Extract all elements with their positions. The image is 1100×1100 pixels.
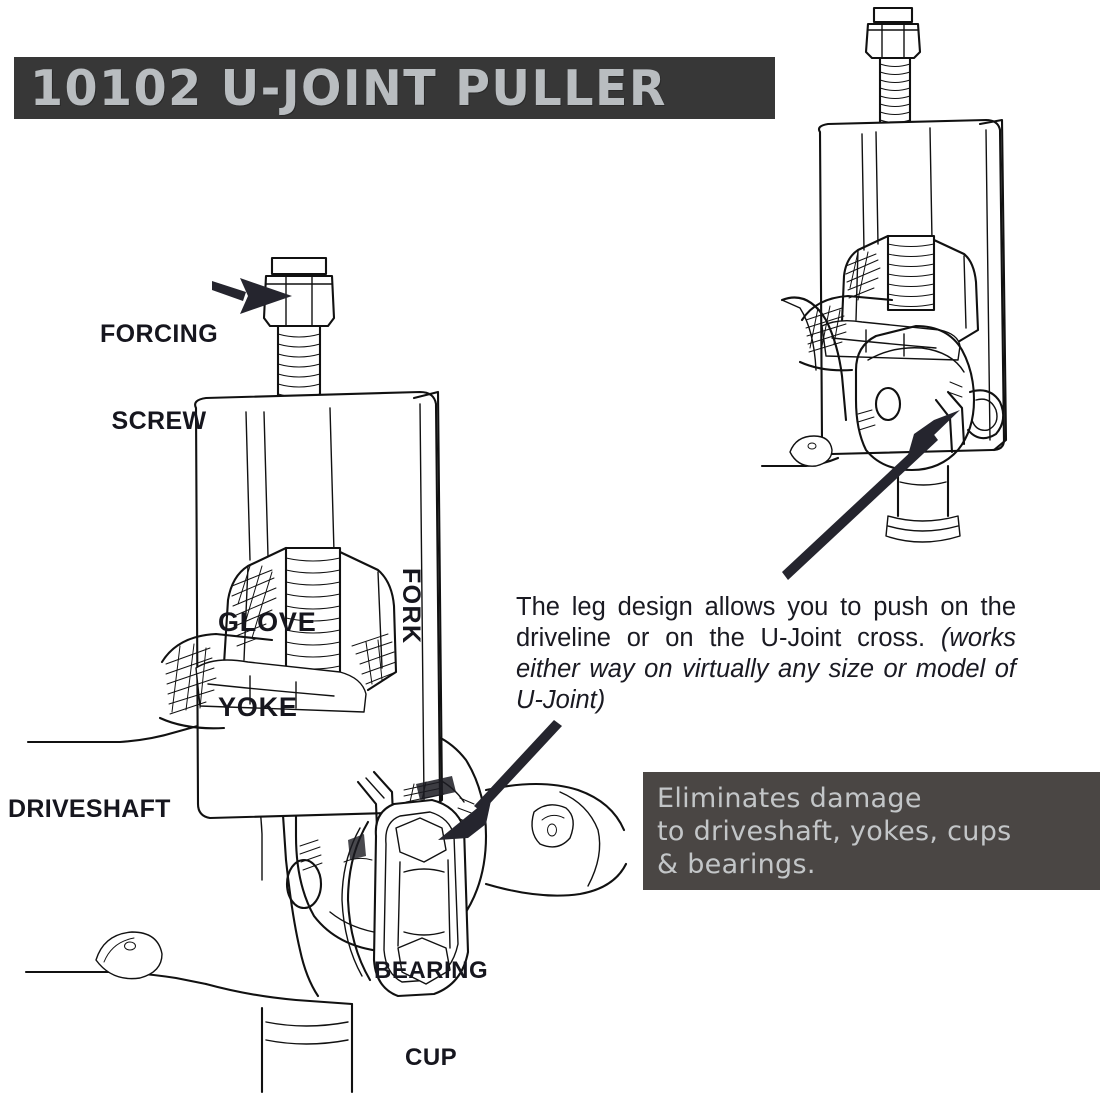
label-bearing-cup-line1: BEARING <box>374 957 489 984</box>
title-banner: 10102 U-JOINT PULLER <box>14 57 775 119</box>
callout-line-2: to driveshaft, yokes, cups <box>657 816 1012 847</box>
callout-line-1: Eliminates damage <box>657 783 922 814</box>
eliminates-damage-callout: Eliminates damage to driveshaft, yokes, … <box>643 772 1100 890</box>
label-bearing-cup-line2: CUP <box>405 1044 458 1071</box>
arrow-pointing-up-right <box>782 410 960 580</box>
label-forcing-screw: FORCING SCREW <box>100 262 218 494</box>
label-yoke: YOKE <box>218 692 298 722</box>
label-driveshaft: DRIVESHAFT <box>8 795 171 823</box>
label-bearing-cup: BEARING CUP <box>374 898 488 1100</box>
label-forcing-screw-line1: FORCING <box>100 320 219 348</box>
label-fork: FORK <box>397 568 425 645</box>
label-forcing-screw-line2: SCREW <box>111 407 207 435</box>
leg-design-italic-text: (works either way on virtually any size … <box>516 624 1016 714</box>
arrow-pointing-right <box>212 278 292 314</box>
label-glove: GLOVE <box>218 607 317 637</box>
leg-design-description: The leg design allows you to push on the… <box>516 592 1016 716</box>
arrow-pointing-down-left <box>438 720 562 840</box>
page-title: 10102 U-JOINT PULLER <box>30 59 667 117</box>
leg-design-normal-text: The leg design allows you to push on the… <box>516 593 1016 652</box>
callout-line-3: & bearings. <box>657 849 816 880</box>
